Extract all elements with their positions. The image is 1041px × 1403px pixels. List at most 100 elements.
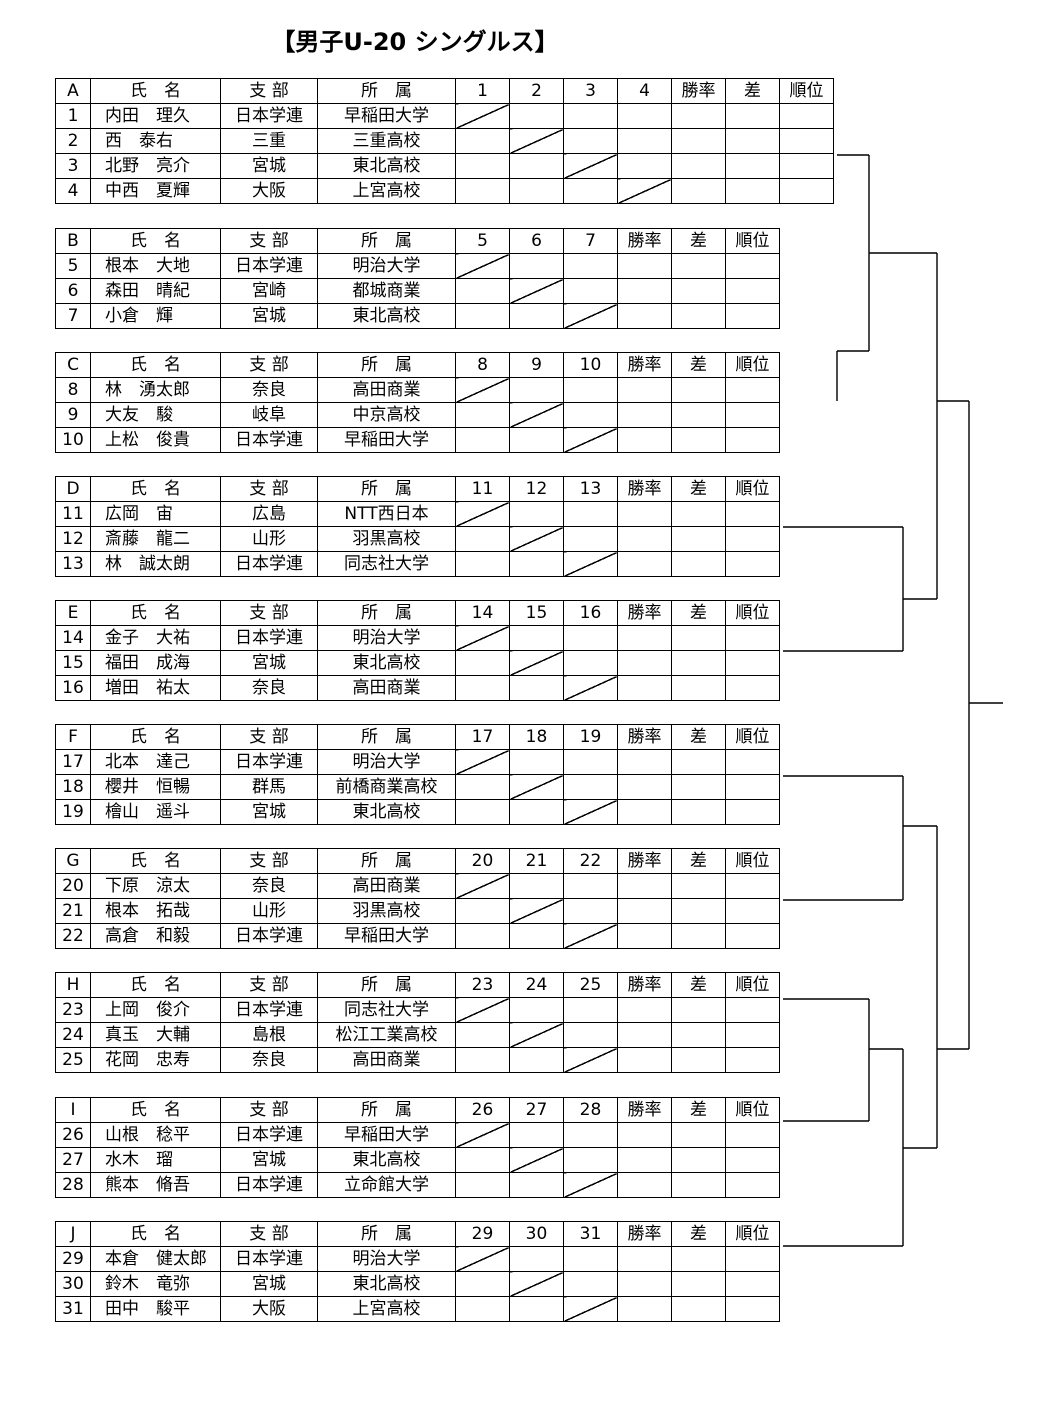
- player-branch: 山形: [220, 526, 318, 552]
- opponent-col-header: 19: [563, 724, 618, 750]
- win-rate-header: 勝率: [617, 476, 672, 502]
- diff-cell: [671, 923, 726, 949]
- branch-header: 支 部: [220, 848, 318, 874]
- player-number: 21: [55, 898, 91, 924]
- match-result-cell: [509, 1296, 564, 1322]
- match-result-cell: [563, 1246, 618, 1272]
- player-branch: 奈良: [220, 675, 318, 701]
- match-result-cell: [509, 799, 564, 825]
- player-branch: 日本学連: [220, 551, 318, 577]
- self-match-cell: [509, 1271, 564, 1297]
- self-match-cell: [455, 873, 510, 899]
- diff-cell: [671, 799, 726, 825]
- opponent-col-header: 11: [455, 476, 510, 502]
- player-branch: 宮城: [220, 1271, 318, 1297]
- match-result-cell: [563, 278, 618, 304]
- player-branch: 日本学連: [220, 1172, 318, 1198]
- self-match-cell: [563, 427, 618, 453]
- diff-cell: [671, 253, 726, 279]
- player-branch: 大阪: [220, 1296, 318, 1322]
- match-result-cell: [509, 1122, 564, 1148]
- player-branch: 岐阜: [220, 402, 318, 428]
- opponent-col-header: 29: [455, 1221, 510, 1247]
- diff-cell: [671, 675, 726, 701]
- player-name: 中西 夏輝: [90, 178, 221, 204]
- win-rate-cell: [617, 501, 672, 527]
- affiliation-header: 所 属: [317, 78, 456, 104]
- win-rate-cell: [617, 402, 672, 428]
- match-result-cell: [563, 749, 618, 775]
- diff-cell: [671, 1147, 726, 1173]
- match-result-cell: [509, 103, 564, 129]
- match-result-cell: [455, 1047, 510, 1073]
- player-number: 31: [55, 1296, 91, 1322]
- player-number: 6: [55, 278, 91, 304]
- player-affiliation: 三重高校: [317, 128, 456, 154]
- win-rate-cell: [617, 1271, 672, 1297]
- self-match-cell: [455, 625, 510, 651]
- win-rate-cell: [617, 1246, 672, 1272]
- player-branch: 日本学連: [220, 625, 318, 651]
- player-branch: 日本学連: [220, 103, 318, 129]
- match-result-cell: [509, 675, 564, 701]
- player-affiliation: 羽黒高校: [317, 526, 456, 552]
- win-rate-cell: [617, 774, 672, 800]
- player-affiliation: 上宮高校: [317, 1296, 456, 1322]
- diff-cell: [671, 377, 726, 403]
- self-match-cell: [563, 799, 618, 825]
- match-result-cell: [455, 402, 510, 428]
- player-number: 25: [55, 1047, 91, 1073]
- page-title: 【男子U-20 シングルス】: [271, 28, 559, 56]
- diff-cell: [671, 303, 726, 329]
- player-affiliation: 東北高校: [317, 1147, 456, 1173]
- player-affiliation: 早稲田大学: [317, 1122, 456, 1148]
- rank-cell: [725, 1122, 780, 1148]
- player-branch: 宮城: [220, 303, 318, 329]
- diff-cell: [725, 178, 780, 204]
- rank-cell: [725, 1296, 780, 1322]
- rank-cell: [725, 923, 780, 949]
- match-result-cell: [563, 501, 618, 527]
- name-header: 氏 名: [90, 972, 221, 998]
- rank-cell: [779, 178, 834, 204]
- match-result-cell: [509, 427, 564, 453]
- win-rate-header: 勝率: [617, 848, 672, 874]
- player-affiliation: 明治大学: [317, 1246, 456, 1272]
- self-match-cell: [563, 1172, 618, 1198]
- rank-cell: [725, 898, 780, 924]
- player-affiliation: 高田商業: [317, 873, 456, 899]
- self-match-cell: [563, 1296, 618, 1322]
- opponent-col-header: 9: [509, 352, 564, 378]
- name-header: 氏 名: [90, 228, 221, 254]
- player-name: 根本 拓哉: [90, 898, 221, 924]
- affiliation-header: 所 属: [317, 228, 456, 254]
- player-affiliation: 東北高校: [317, 799, 456, 825]
- player-name: 増田 祐太: [90, 675, 221, 701]
- rank-cell: [725, 551, 780, 577]
- self-match-cell: [563, 923, 618, 949]
- win-rate-header: 勝率: [617, 228, 672, 254]
- match-result-cell: [617, 103, 672, 129]
- win-rate-cell: [617, 997, 672, 1023]
- rank-cell: [779, 153, 834, 179]
- win-rate-header: 勝率: [617, 724, 672, 750]
- player-affiliation: 高田商業: [317, 675, 456, 701]
- match-result-cell: [455, 1172, 510, 1198]
